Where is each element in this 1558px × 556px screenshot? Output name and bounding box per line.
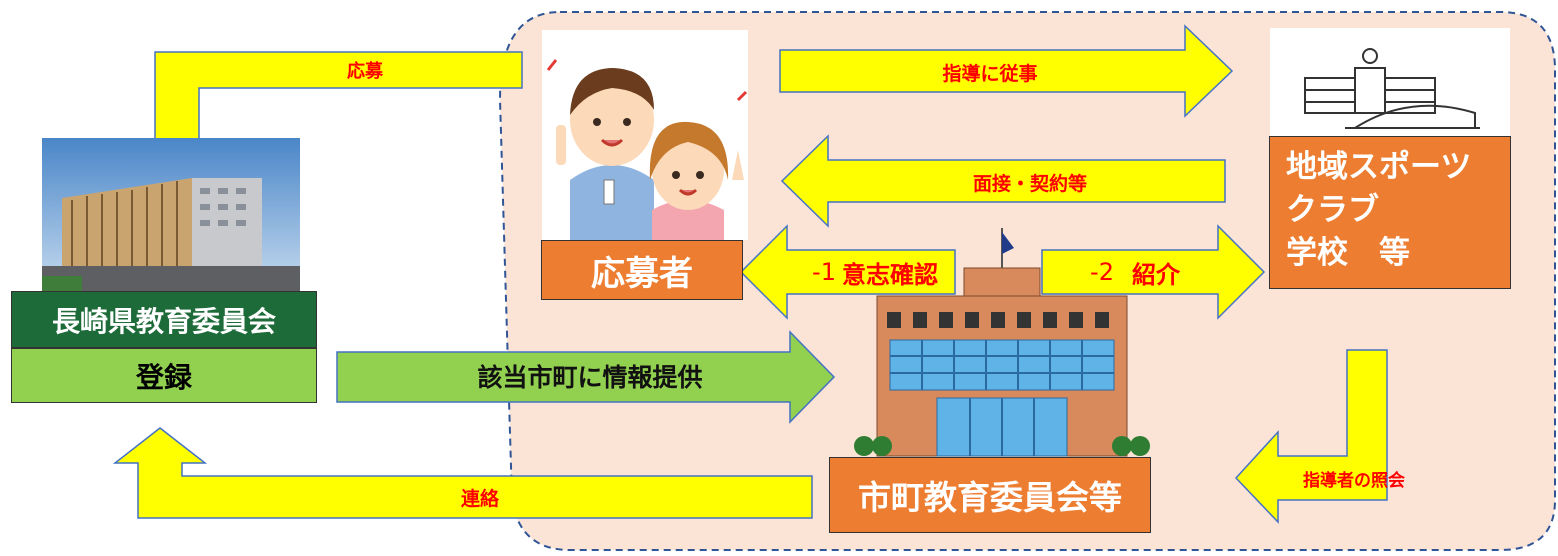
prefecture-building-photo — [42, 138, 300, 292]
club-school-line-3: 学校 等 — [1286, 235, 1410, 271]
confirm-arrow — [739, 224, 956, 320]
instructor-inquiry-label: 指導者の照会 — [1303, 470, 1405, 491]
club-school-line-1: 地域スポーツ — [1286, 149, 1472, 185]
info-provision-label: 該当市町に情報提供 — [477, 363, 703, 392]
instructor-inquiry-arrow — [1234, 349, 1388, 524]
info-provision-arrow — [336, 330, 836, 424]
prefecture-board-box: 長崎県教育委員会 — [11, 291, 317, 348]
club-school-line-2: クラブ — [1286, 192, 1379, 228]
municipal-building-illustration — [852, 228, 1152, 458]
applicants-illustration — [542, 30, 748, 240]
contact-arrow — [112, 427, 813, 519]
club-school-box: 地域スポーツ クラブ 学校 等 — [1269, 136, 1511, 289]
introduce-label: -2 紹介 — [1090, 258, 1180, 289]
introduce-prefix: -2 — [1090, 258, 1114, 286]
interview-contract-label: 面接・契約等 — [972, 172, 1087, 195]
confirm-label: -1 意志確認 — [812, 258, 938, 289]
apply-label: 応募 — [347, 61, 383, 82]
municipal-board-label: 市町教育委員会等 — [858, 478, 1122, 517]
confirm-prefix: -1 — [812, 258, 836, 286]
registration-box: 登録 — [11, 348, 317, 403]
engage-instruction-label: 指導に従事 — [942, 62, 1038, 85]
applicant-label: 応募者 — [591, 253, 693, 294]
municipal-board-box: 市町教育委員会等 — [829, 457, 1151, 533]
introduce-arrow — [1041, 224, 1266, 320]
school-icon — [1270, 28, 1510, 136]
prefecture-board-label: 長崎県教育委員会 — [51, 304, 276, 338]
registration-label: 登録 — [135, 360, 192, 394]
interview-contract-arrow — [780, 134, 1226, 228]
engage-instruction-arrow — [779, 24, 1234, 118]
contact-label: 連絡 — [460, 487, 499, 510]
applicant-box: 応募者 — [541, 240, 743, 300]
